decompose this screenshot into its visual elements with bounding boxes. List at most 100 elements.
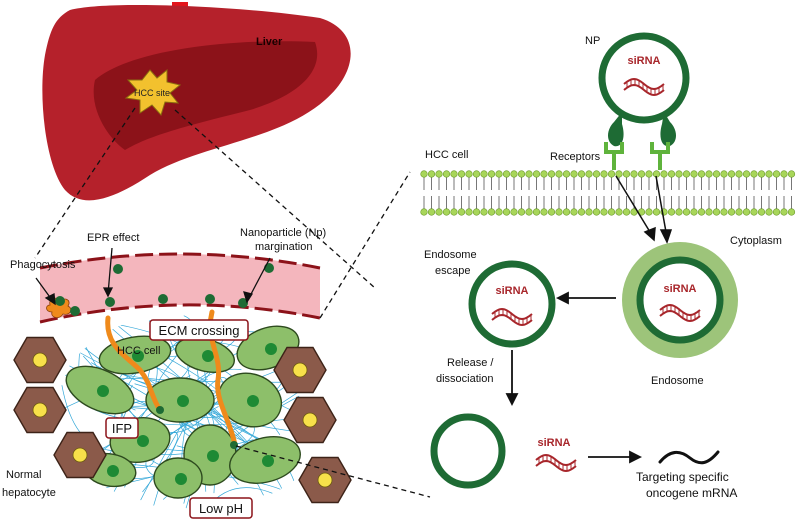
lipid-head (427, 208, 436, 216)
lipid-head (727, 170, 736, 178)
lipid-head (690, 208, 698, 216)
lipid-head (682, 170, 691, 178)
hcc-cell-nucleus (202, 350, 214, 362)
lipid-head (742, 208, 751, 216)
lipid-head (750, 170, 758, 178)
normal-hepatocyte-label-1: Normal (6, 469, 41, 481)
hcc-cell-nucleus (177, 395, 189, 407)
hcc-cell-nucleus (247, 395, 259, 407)
lipid-head (667, 208, 676, 216)
escaped-np: siRNA (468, 260, 556, 348)
np-dot (264, 263, 274, 273)
endosome-sirna-label: siRNA (663, 283, 696, 295)
release-arrow (505, 350, 519, 407)
lipid-head (562, 208, 571, 216)
lipid-head (772, 208, 781, 216)
hepatocyte-nucleus (317, 472, 333, 488)
lipid-head (675, 170, 683, 178)
sirna-backbone (535, 453, 577, 467)
cell-membrane (420, 170, 796, 216)
lipid-head (757, 170, 766, 178)
sirna-backbone (659, 309, 701, 323)
targeting-label-1: Targeting specific (636, 470, 729, 484)
liver-lobe (93, 41, 318, 151)
hcc-cell-nucleus (107, 465, 119, 477)
lipid-head (765, 208, 773, 216)
lipid-head (510, 208, 518, 216)
sirna-strand (623, 77, 665, 97)
zoom-lines-liver (34, 107, 376, 289)
lipid-head (787, 208, 796, 216)
lipid-head (607, 208, 616, 216)
lipid-head (592, 208, 601, 216)
lipid-head (420, 170, 428, 178)
mrna-squiggle (658, 450, 720, 465)
lipid-head (457, 170, 466, 178)
np-dot (105, 297, 115, 307)
lipid-head (480, 208, 488, 216)
lipid-head (450, 170, 458, 178)
lipid-head (465, 208, 473, 216)
release-label-2: dissociation (436, 373, 493, 385)
cytoplasm-label: Cytoplasm (730, 235, 782, 247)
lipid-head (577, 170, 586, 178)
lipid-head (547, 208, 556, 216)
lipid-head (645, 208, 653, 216)
phagocytosis-label: Phagocytosis (10, 259, 76, 271)
empty-np (430, 413, 506, 489)
lipid-head (742, 170, 751, 178)
lipid-head (420, 208, 428, 216)
lipid-head (510, 170, 518, 178)
lipid-head (705, 208, 713, 216)
normal-hepatocyte-label-2: hepatocyte (2, 487, 56, 499)
lipid-head (585, 208, 593, 216)
hcc-site-burst (124, 68, 182, 116)
endosome: siRNA (622, 242, 738, 358)
receptors (604, 142, 670, 170)
low-ph-label: Low pH (199, 501, 243, 516)
receptor-right (650, 142, 670, 170)
lipid-head (487, 170, 496, 178)
lipid-head (615, 208, 623, 216)
hepatocyte-nucleus (292, 362, 308, 378)
np-dot (158, 294, 168, 304)
vessel-top-wall (39, 252, 321, 270)
lipid-head (705, 170, 713, 178)
hcc-cell-nucleus (262, 455, 274, 467)
escape-arrow (555, 291, 616, 305)
zoom-lines-cell (235, 171, 431, 498)
lipid-head (787, 170, 796, 178)
lipid-head (600, 208, 608, 216)
lipid-head (540, 208, 548, 216)
cell-panel: siRNA NP Receptors HCC cell Cytoplasm si… (420, 32, 796, 500)
lipid-head (435, 170, 443, 178)
hcc-cell-membrane-label: HCC cell (425, 149, 468, 161)
lipid-head (592, 170, 601, 178)
np-dot (156, 406, 164, 414)
tissue-region: Phagocytosis EPR effect Nanoparticle (Np… (2, 227, 352, 519)
lipid-head (555, 208, 563, 216)
lipid-head (622, 170, 631, 178)
lipid-head (682, 208, 691, 216)
lipid-head (525, 208, 533, 216)
lipid-head (435, 208, 443, 216)
lipid-head (750, 208, 758, 216)
lipid-head (622, 208, 631, 216)
hcc-cell-nucleus (132, 350, 144, 362)
lipid-head (442, 208, 451, 216)
lipid-head (780, 208, 788, 216)
np-label: NP (585, 35, 600, 47)
low-ph-box: Low pH (189, 497, 253, 519)
lipid-head (780, 170, 788, 178)
lipid-head (442, 170, 451, 178)
lipid-head (502, 170, 511, 178)
lipid-head (570, 208, 578, 216)
lipid-head (765, 170, 773, 178)
lipid-head (697, 208, 706, 216)
sirna-backbone (491, 313, 533, 327)
np-margination-label-1: Nanoparticle (Np) (240, 227, 326, 239)
lipid-head (450, 208, 458, 216)
lipid-head (697, 170, 706, 178)
